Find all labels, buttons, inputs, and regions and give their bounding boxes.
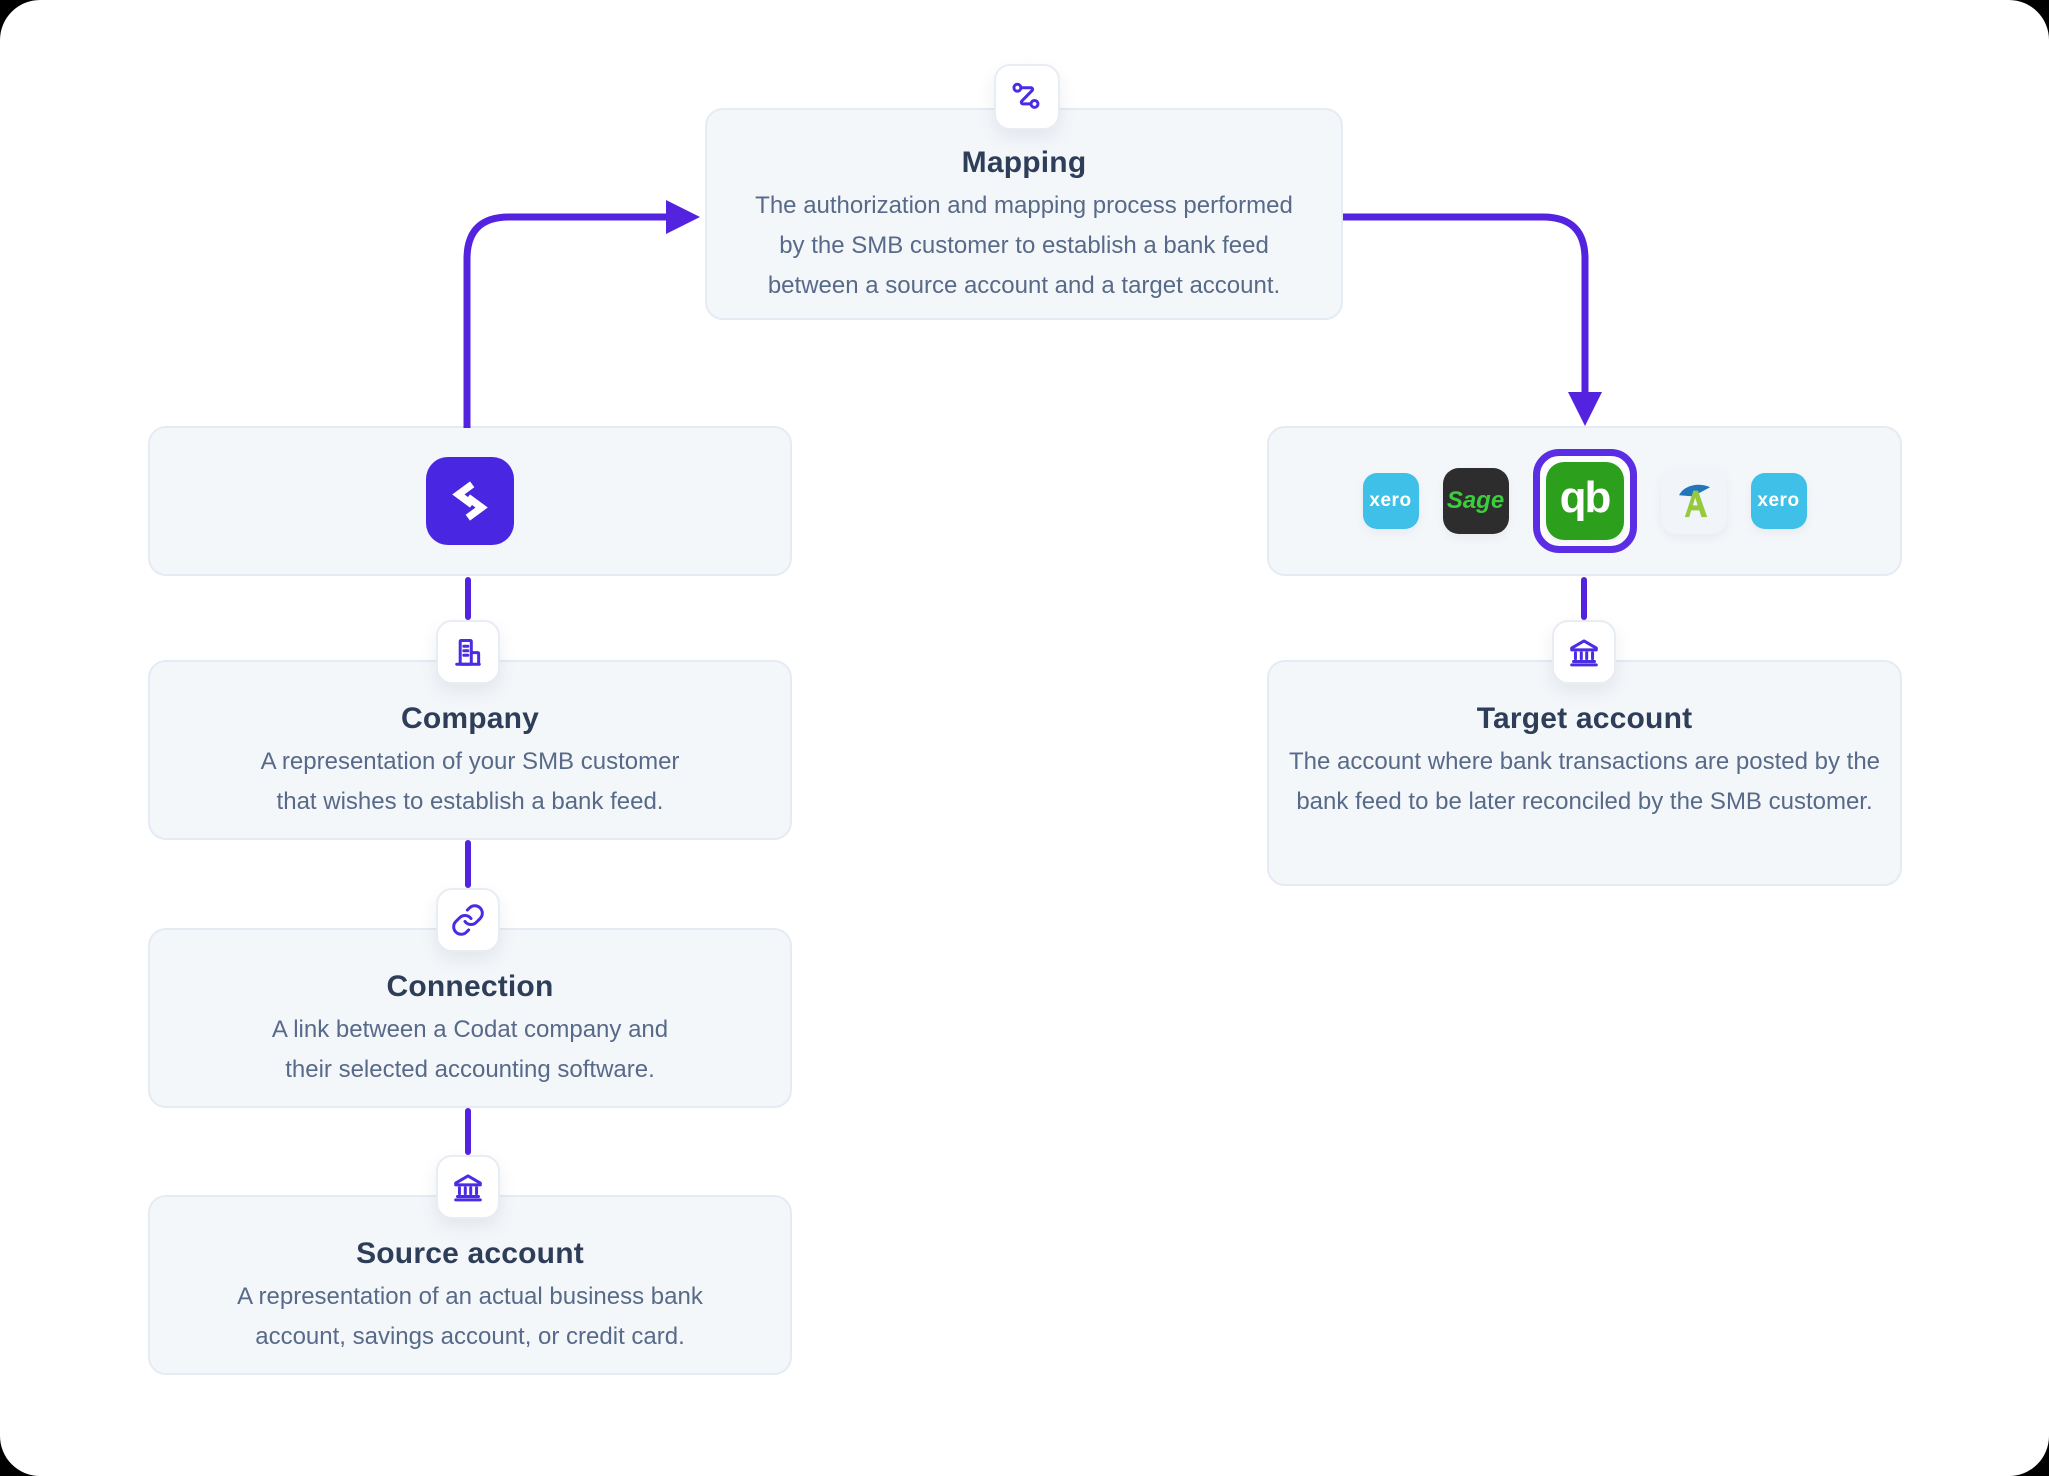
integration-tile-sage[interactable]: Sage [1442,468,1509,534]
connection-title: Connection [386,970,554,1003]
codat-logo [426,457,514,545]
building-icon [455,638,481,666]
target-account-description: The account where bank transactions are … [1288,748,1881,815]
source-account-description: A representation of an actual business b… [237,1283,703,1350]
source-account-badge [436,1155,500,1219]
source-account-title: Source account [356,1237,584,1270]
freeagent-logo [1678,484,1710,518]
company-badge [436,620,500,684]
route-icon [1012,82,1040,109]
integration-tile-xero-2[interactable]: xero [1750,473,1807,529]
integration-tile-quickbooks-selected[interactable]: qb [1532,449,1637,553]
bank-icon [1570,639,1598,667]
quickbooks-logo: qb [1545,462,1624,540]
source-account-card: Source account A representation of an ac… [148,1195,792,1375]
bank-icon [454,1174,482,1202]
xero-logo: xero [1369,490,1412,511]
target-account-badge [1552,620,1616,684]
integration-tile-freeagent[interactable] [1660,468,1727,534]
xero-logo-2: xero [1757,490,1800,511]
company-title: Company [400,702,540,735]
sage-logo: Sage [1446,487,1505,514]
integrations-card: xero Sage qb xero [1267,426,1902,576]
target-account-card: Target account The account where bank tr… [1267,660,1902,886]
company-description: A representation of your SMB customer th… [260,748,680,815]
connection-badge [436,888,500,952]
link-icon [452,904,484,936]
mapping-title: Mapping [961,146,1087,179]
connection-card: Connection A link between a Codat compan… [148,928,792,1108]
target-account-title: Target account [1476,702,1693,735]
mapping-description: The authorization and mapping process pe… [755,192,1293,299]
company-card: Company A representation of your SMB cus… [148,660,792,840]
codat-chevrons-icon [452,481,488,521]
mapping-card: Mapping The authorization and mapping pr… [705,108,1343,320]
mapping-badge [994,64,1060,130]
integration-tile-xero[interactable]: xero [1362,473,1419,529]
connection-description: A link between a Codat company and their… [271,1016,669,1083]
